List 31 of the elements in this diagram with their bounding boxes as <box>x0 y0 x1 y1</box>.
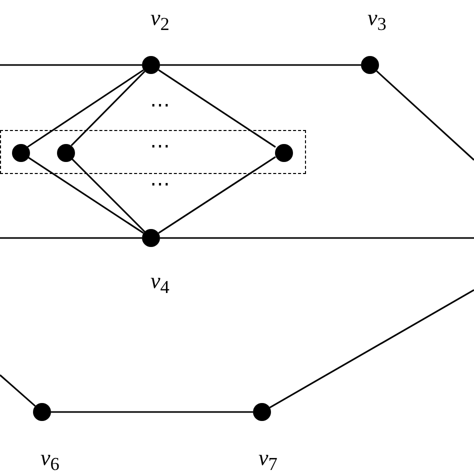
vertex-dot <box>253 403 271 421</box>
edge-line <box>0 374 36 407</box>
vertex-label: v$_{3}$ <box>368 4 386 36</box>
edge-line <box>160 237 474 239</box>
edge-line <box>51 411 253 413</box>
ellipsis-label: ⋯ <box>150 172 170 196</box>
edge-line <box>158 156 276 234</box>
ellipsis-label: ⋯ <box>150 134 170 158</box>
vertex-dot <box>275 144 293 162</box>
vertex-dot <box>33 403 51 421</box>
edge-line <box>70 70 146 146</box>
ellipsis-label: ⋯ <box>150 94 170 118</box>
edge-line <box>158 69 276 148</box>
dashed-group-box <box>0 130 306 174</box>
vertex-dot <box>142 56 160 74</box>
vertex-label: v$_{7}$ <box>258 444 278 474</box>
edge-line <box>0 237 142 239</box>
edge-line <box>27 156 144 234</box>
vertex-dot <box>57 144 75 162</box>
vertex-label: v$_{2}$ <box>150 4 170 36</box>
edge-line <box>269 289 474 408</box>
edge-line <box>376 70 474 161</box>
vertex-label: v$_{6}$ <box>40 444 60 474</box>
vertex-dot <box>12 144 30 162</box>
edge-line <box>70 158 146 232</box>
edge-line <box>0 64 142 66</box>
edge-line <box>27 69 144 148</box>
vertex-label: v$_{4}$ <box>150 268 170 298</box>
edge-line <box>160 64 361 66</box>
vertex-dot <box>361 56 379 74</box>
vertex-dot <box>142 229 160 247</box>
